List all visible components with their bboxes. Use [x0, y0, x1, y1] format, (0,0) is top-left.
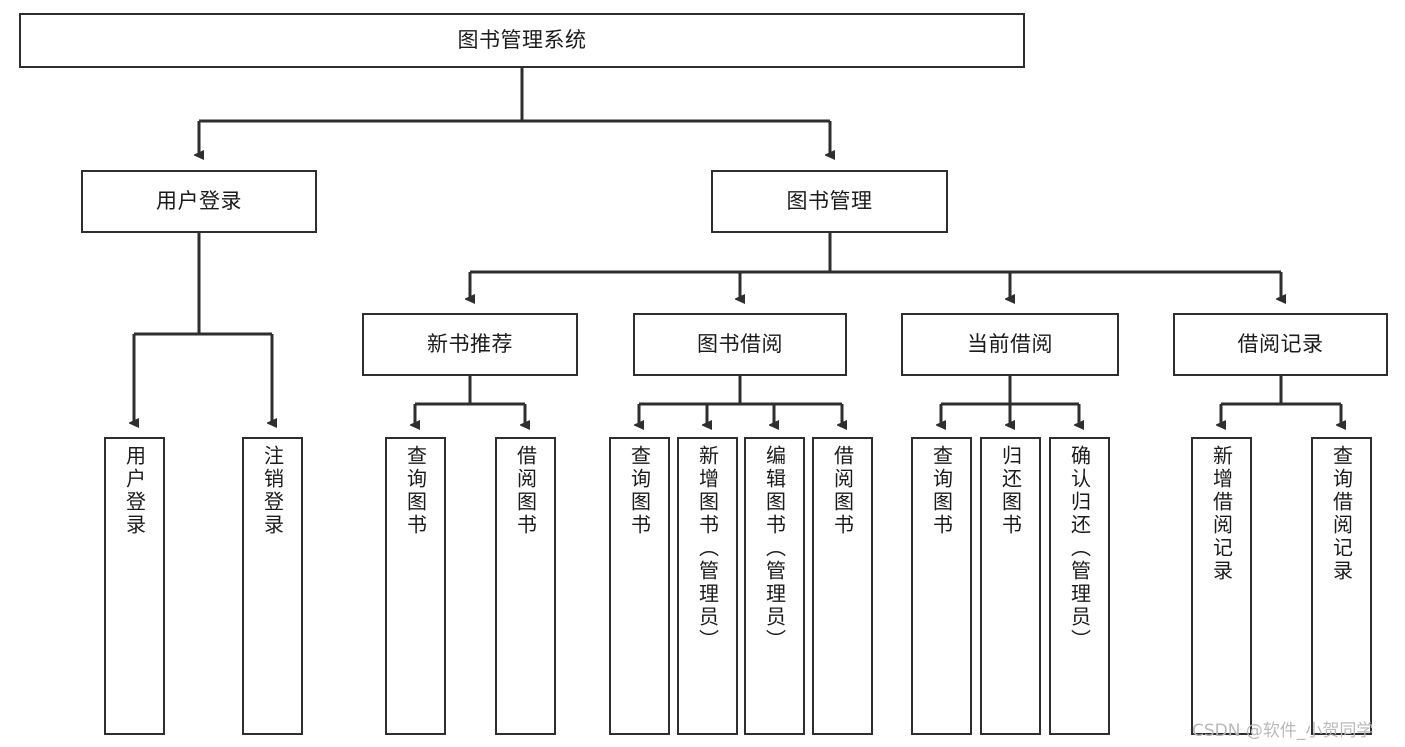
- node-leaf-bb-add-book-label: 新增图书（管理员）: [695, 445, 720, 652]
- node-leaf-rec-borrow-book[interactable]: 借阅图书: [495, 437, 556, 735]
- node-new-book-recommend-label: 新书推荐: [427, 332, 513, 357]
- node-leaf-br-add-record-label: 新增借阅记录: [1209, 445, 1234, 583]
- node-leaf-cb-query-book[interactable]: 查询图书: [911, 437, 972, 735]
- node-borrow-record-label: 借阅记录: [1237, 332, 1324, 357]
- node-book-borrow-label: 图书借阅: [697, 332, 783, 357]
- node-leaf-cb-return-book-label: 归还图书: [998, 445, 1023, 537]
- node-root-label: 图书管理系统: [457, 28, 587, 53]
- node-leaf-rec-borrow-book-label: 借阅图书: [513, 445, 538, 537]
- node-user-login[interactable]: 用户登录: [81, 170, 317, 233]
- node-leaf-cb-confirm-return[interactable]: 确认归还（管理员）: [1049, 437, 1110, 735]
- node-book-management[interactable]: 图书管理: [711, 170, 948, 233]
- node-current-borrow-label: 当前借阅: [967, 332, 1053, 357]
- edge-book-management-to-level3: [470, 233, 1281, 299]
- node-leaf-user-login[interactable]: 用户登录: [104, 437, 165, 735]
- node-leaf-bb-borrow-book-label: 借阅图书: [830, 445, 855, 537]
- edge-root-to-level2: [199, 68, 830, 155]
- csdn-watermark: CSDN @软件_小贺同学: [1192, 721, 1374, 741]
- node-leaf-cb-confirm-return-label: 确认归还（管理员）: [1067, 445, 1092, 652]
- node-leaf-bb-add-book[interactable]: 新增图书（管理员）: [677, 437, 738, 735]
- node-leaf-user-logout[interactable]: 注销登录: [242, 437, 303, 735]
- node-leaf-bb-borrow-book[interactable]: 借阅图书: [812, 437, 873, 735]
- node-leaf-bb-query-book[interactable]: 查询图书: [609, 437, 670, 735]
- edge-book-borrow-to-leaves: [639, 376, 842, 425]
- edge-borrow-record-to-leaves: [1221, 376, 1341, 425]
- node-leaf-bb-query-book-label: 查询图书: [627, 445, 652, 537]
- edge-current-borrow-to-leaves: [941, 376, 1079, 425]
- node-new-book-recommend[interactable]: 新书推荐: [362, 313, 578, 376]
- node-leaf-bb-edit-book[interactable]: 编辑图书（管理员）: [744, 437, 805, 735]
- node-leaf-br-query-record[interactable]: 查询借阅记录: [1311, 437, 1372, 735]
- node-user-login-label: 用户登录: [156, 189, 242, 214]
- node-leaf-user-login-label: 用户登录: [122, 445, 147, 537]
- node-borrow-record[interactable]: 借阅记录: [1173, 313, 1388, 376]
- node-leaf-user-logout-label: 注销登录: [260, 445, 285, 537]
- node-leaf-br-add-record[interactable]: 新增借阅记录: [1191, 437, 1252, 735]
- node-leaf-bb-edit-book-label: 编辑图书（管理员）: [762, 445, 787, 652]
- edge-new-book-recommend-to-leaves: [415, 376, 525, 425]
- node-current-borrow[interactable]: 当前借阅: [901, 313, 1119, 376]
- node-leaf-cb-query-book-label: 查询图书: [929, 445, 954, 537]
- node-book-management-label: 图书管理: [786, 189, 873, 214]
- node-leaf-br-query-record-label: 查询借阅记录: [1329, 445, 1354, 583]
- node-root[interactable]: 图书管理系统: [19, 13, 1025, 68]
- node-leaf-cb-return-book[interactable]: 归还图书: [980, 437, 1041, 735]
- node-book-borrow[interactable]: 图书借阅: [633, 313, 847, 376]
- edge-user-login-to-leaves: [134, 233, 272, 423]
- node-leaf-rec-query-book-label: 查询图书: [403, 445, 428, 537]
- node-leaf-rec-query-book[interactable]: 查询图书: [385, 437, 446, 735]
